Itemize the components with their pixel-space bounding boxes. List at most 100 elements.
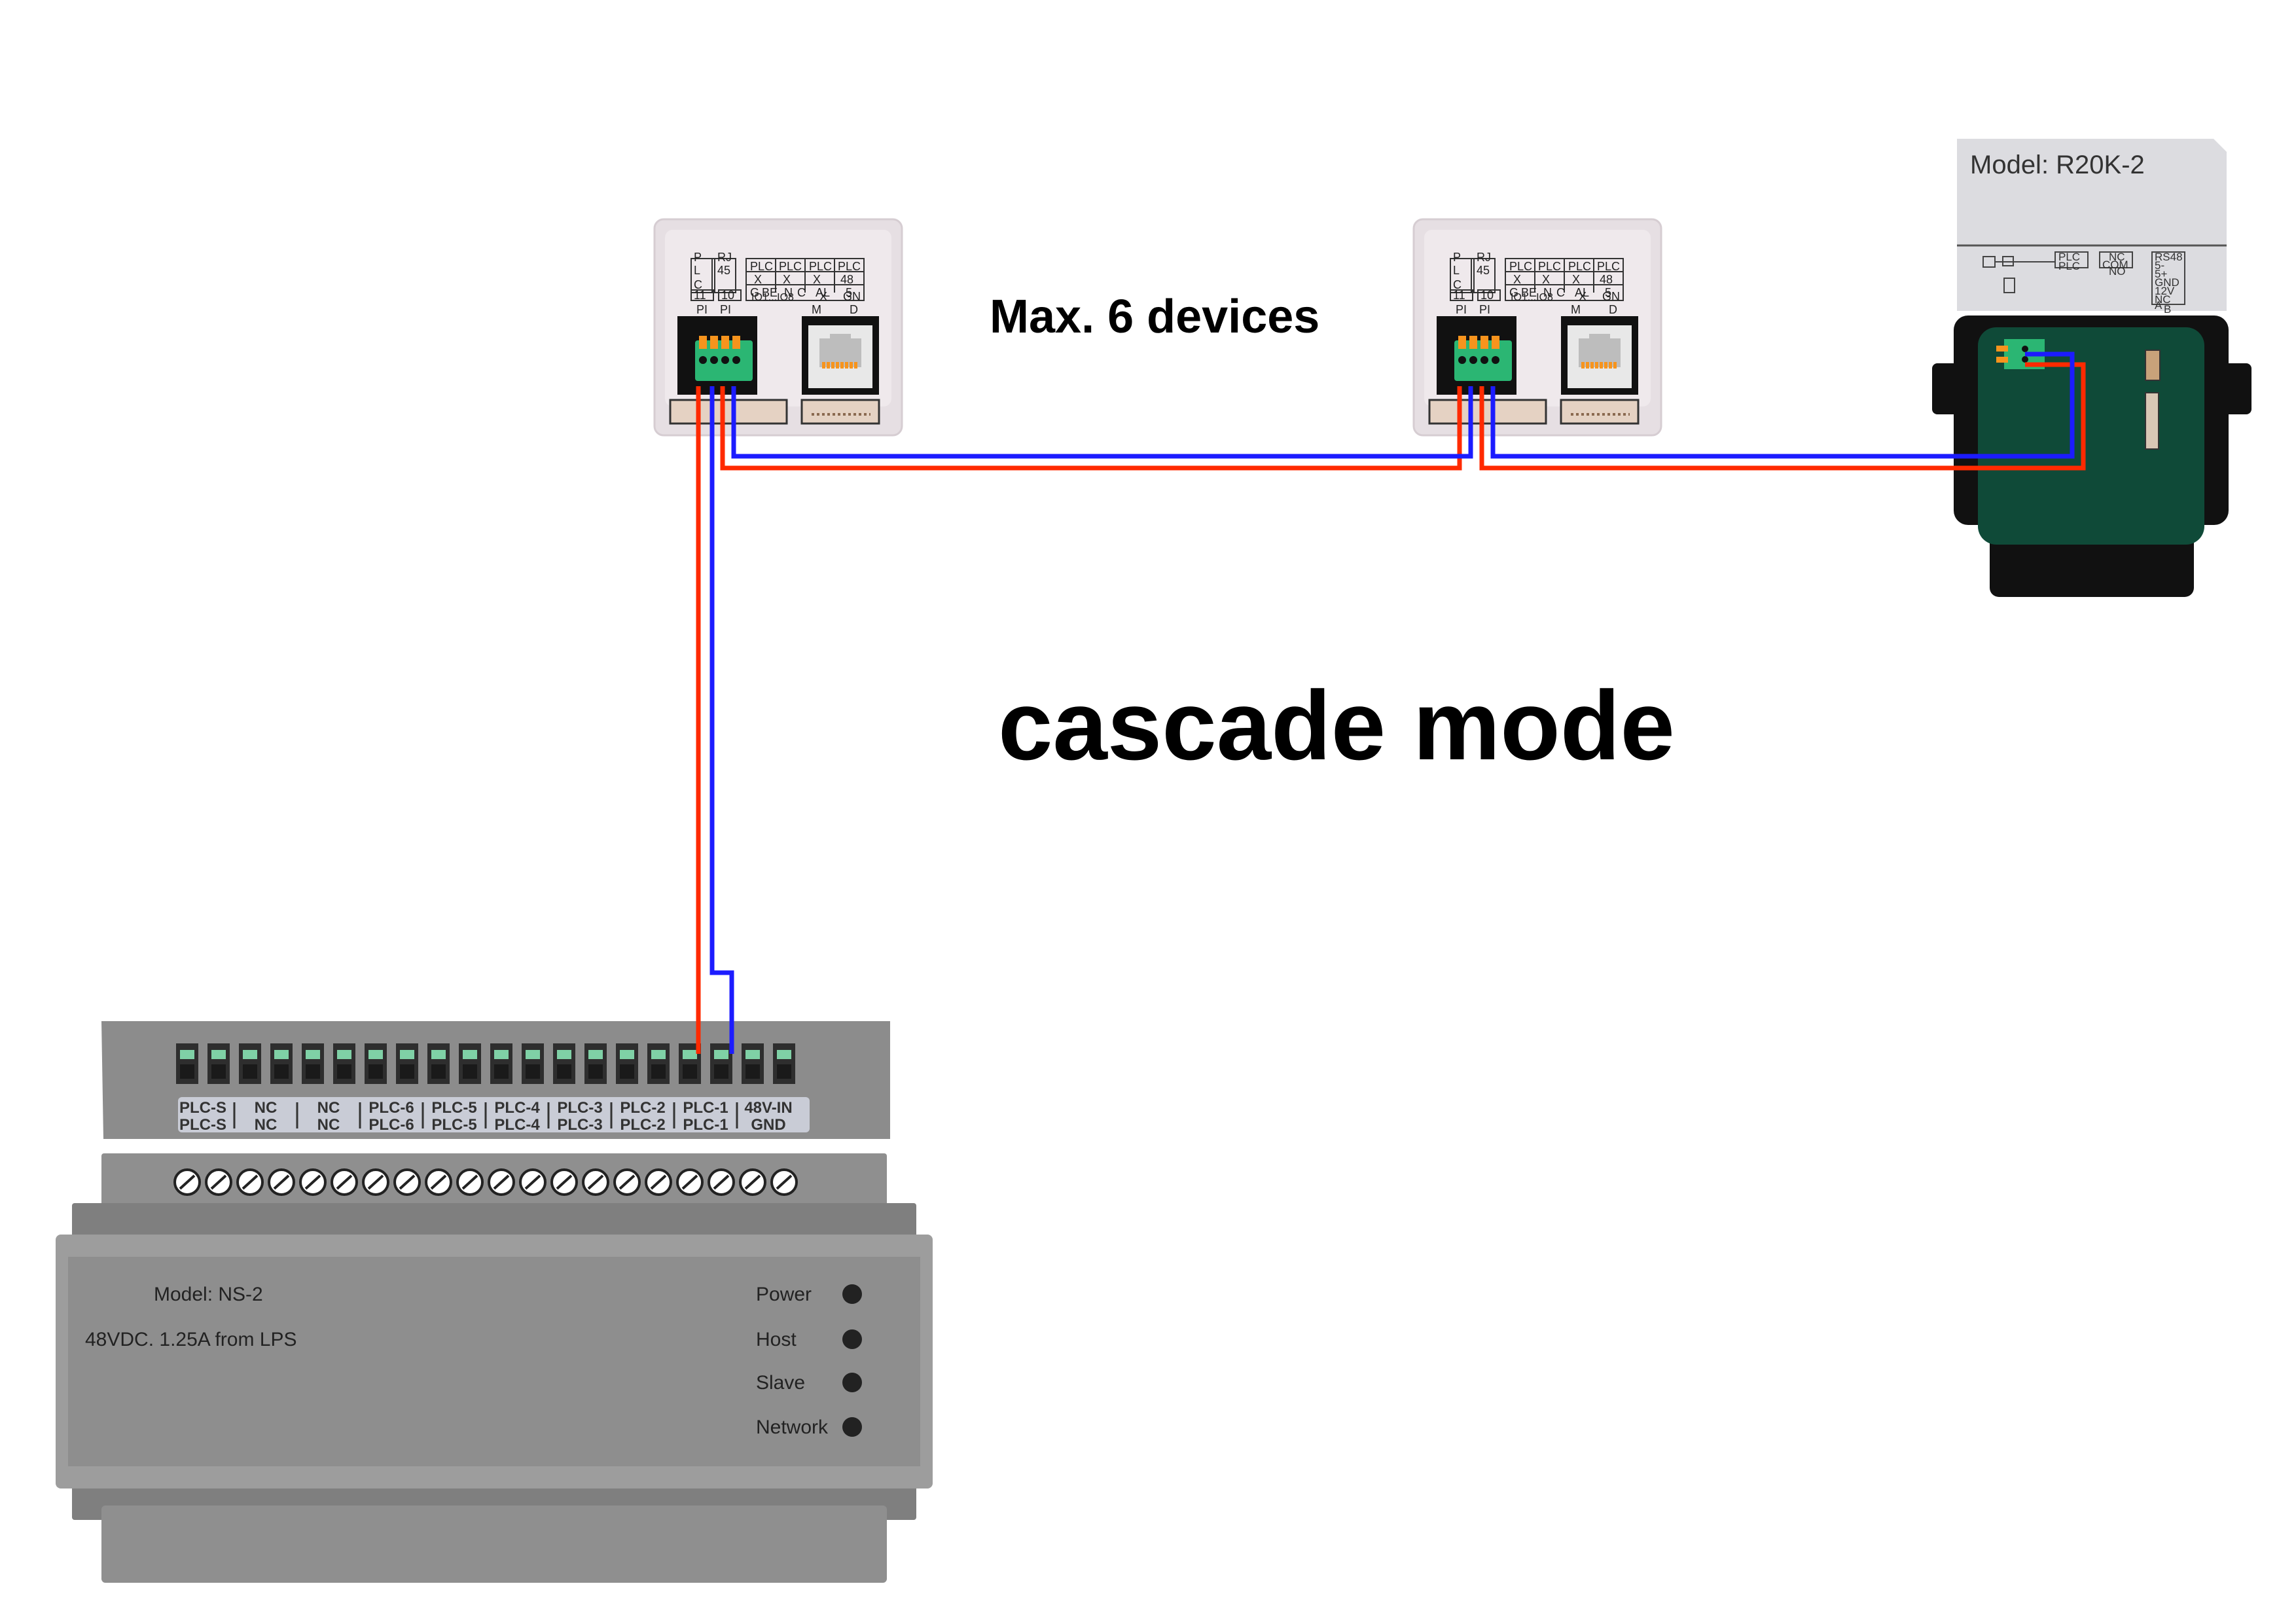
unit-label-x4: X (819, 290, 827, 303)
monitor-terminal-screws (1996, 346, 2008, 363)
monitor-term-5plus: 5+ (2155, 268, 2167, 280)
wiring (696, 352, 2086, 1054)
unit-label-rj: RJ (717, 251, 732, 264)
psu-terminal-slot[interactable] (427, 1043, 450, 1084)
psu-terminal-slot[interactable] (553, 1043, 575, 1084)
max-devices-note: Max. 6 devices (990, 291, 1319, 343)
psu-terminal-label-bottom: PLC-6 (368, 1116, 414, 1134)
monitor-terminal-diagram (1982, 251, 2185, 305)
indicator-label-power: Power (756, 1284, 812, 1305)
psu-terminal-slot[interactable] (584, 1043, 607, 1084)
unit-label-grid (1450, 258, 1624, 301)
unit-label-pi1: PI (696, 303, 708, 316)
psu-terminal-label-bottom: PLC-3 (557, 1116, 602, 1134)
unit-label-45: 45 (717, 264, 730, 277)
psu-terminal-label-top: PLC-6 (368, 1099, 414, 1117)
terminal-screws (699, 336, 740, 349)
psu-terminal-label-top: 48V-IN (744, 1099, 792, 1117)
psu-terminal-label-bottom: NC (317, 1116, 340, 1134)
psu-terminal-slot[interactable] (647, 1043, 670, 1084)
terminal-holes (699, 356, 740, 364)
psu-terminal-slot[interactable] (742, 1043, 764, 1084)
psu-terminal-screw[interactable] (331, 1168, 358, 1196)
psu-terminal-screw[interactable] (488, 1168, 515, 1196)
psu-terminal-label-bottom: PLC-2 (620, 1116, 665, 1134)
psu-terminal-label-bottom: PLC-1 (683, 1116, 728, 1134)
ribbon-connector-1 (669, 399, 788, 425)
unit-label-45: 45 (1477, 264, 1490, 277)
unit-label-10: 10 (721, 289, 734, 302)
psu-terminal-slot[interactable] (459, 1043, 481, 1084)
terminal-holes (1458, 356, 1499, 364)
power-supply-unit: PLC-SPLC-SNCNCNCNCPLC-6PLC-6PLC-5PLC-5PL… (56, 1021, 933, 1583)
psu-terminal-screw[interactable] (456, 1168, 484, 1196)
psu-terminal-screw[interactable] (550, 1168, 578, 1196)
unit-label-x2: X (1542, 273, 1550, 286)
psu-terminal-screw[interactable] (362, 1168, 389, 1196)
unit-label-10: 10 (1480, 289, 1494, 302)
unit-label-plc1: PLC (1509, 260, 1532, 273)
monitor-term-12v: 12V (2155, 285, 2175, 297)
unit-label-plc2: PLC (1538, 260, 1561, 273)
psu-terminal-slot[interactable] (773, 1043, 795, 1084)
psu-terminal-slot[interactable] (333, 1043, 355, 1084)
psu-terminal-screw[interactable] (236, 1168, 264, 1196)
psu-terminal-screw[interactable] (299, 1168, 327, 1196)
unit-label-x4: X (1579, 290, 1587, 303)
unit-label-plc1: PLC (750, 260, 773, 273)
psu-terminal-slot[interactable] (490, 1043, 512, 1084)
indicator-label-host: Host (756, 1329, 797, 1350)
network-indicator-led (842, 1417, 862, 1437)
unit-label-plc4: PLC (1597, 260, 1620, 273)
psu-terminal-slot[interactable] (207, 1043, 230, 1084)
psu-terminal-screw[interactable] (393, 1168, 421, 1196)
psu-terminal-screw[interactable] (676, 1168, 704, 1196)
unit-label-pi1: PI (1456, 303, 1467, 316)
psu-terminal-screw[interactable] (519, 1168, 547, 1196)
monitor-term-b: B (2164, 303, 2171, 316)
psu-terminal-screw[interactable] (205, 1168, 232, 1196)
monitor-model: Model: R20K-2 (1970, 151, 2145, 179)
monitor-term-5minus: 5- (2155, 259, 2164, 272)
unit-label-al: AL (1575, 286, 1589, 299)
psu-terminal-slot[interactable] (616, 1043, 638, 1084)
psu-indicators: Power Host Slave Network (756, 1284, 862, 1438)
psu-terminal-slot[interactable] (302, 1043, 324, 1084)
unit-label-48: 48 (1600, 273, 1613, 286)
unit-label-x2: X (783, 273, 791, 286)
unit-label-plc4: PLC (838, 260, 861, 273)
psu-terminal-screw[interactable] (582, 1168, 609, 1196)
unit-label-l: L (1453, 264, 1460, 277)
psu-terminal-slot[interactable] (522, 1043, 544, 1084)
psu-terminal-slot[interactable] (365, 1043, 387, 1084)
unit-label-io: IO1...IO8 (1511, 292, 1553, 303)
psu-terminal-slot[interactable] (239, 1043, 261, 1084)
terminal-screws (1458, 336, 1499, 349)
psu-terminal-screw[interactable] (268, 1168, 295, 1196)
psu-terminal-label-top: PLC-5 (431, 1099, 476, 1117)
ribbon-connector-1 (1428, 399, 1547, 425)
psu-terminal-screw[interactable] (770, 1168, 798, 1196)
unit-label-5: 5 (1605, 286, 1611, 299)
psu-terminal-screw[interactable] (173, 1168, 201, 1196)
psu-terminal-slot[interactable] (710, 1043, 732, 1084)
unit-label-be: BE (1521, 286, 1537, 299)
psu-terminal-screw[interactable] (708, 1168, 735, 1196)
intercom-unit-2: P RJ PLC PLC PLC PLC L 45 X X X 48 G BE … (1412, 218, 1662, 437)
monitor-term-plc2: PLC (2058, 260, 2080, 272)
blue-wire-unit2-to-monitor (1490, 352, 2075, 459)
psu-terminal-slot[interactable] (396, 1043, 418, 1084)
psu-screw-row (173, 1168, 798, 1196)
psu-terminal-slot[interactable] (270, 1043, 293, 1084)
rj45-tab (830, 334, 851, 340)
psu-terminal-label-top: PLC-1 (683, 1099, 728, 1117)
psu-terminal-label-top: NC (255, 1099, 278, 1117)
unit-label-n: N (1543, 286, 1552, 299)
psu-terminal-screw[interactable] (425, 1168, 452, 1196)
rj45-pins (1581, 362, 1617, 369)
psu-terminal-screw[interactable] (613, 1168, 641, 1196)
psu-terminal-screw[interactable] (645, 1168, 672, 1196)
psu-terminal-screw[interactable] (739, 1168, 766, 1196)
host-indicator-led (842, 1329, 862, 1349)
psu-terminal-slot[interactable] (176, 1043, 198, 1084)
